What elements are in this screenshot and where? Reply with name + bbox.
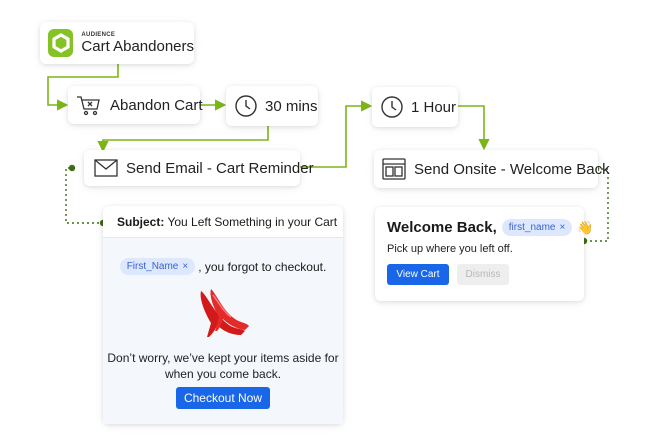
email-subject-line: Subject: You Left Something in your Cart [103,206,343,238]
red-heels-image [193,285,253,341]
clock-icon [234,94,258,118]
onsite-title-row: Welcome Back, first_name × 👋 [387,219,594,236]
audience-name: Cart Abandoners [81,37,194,55]
delay-node-1-hour[interactable]: 1 Hour [372,87,458,127]
email-action-label: Send Email - Cart Reminder [126,159,314,177]
email-body-line2: when you come back. [164,367,282,381]
webpage-layout-icon [382,158,406,180]
onsite-subtitle: Pick up where you left off. [387,243,513,255]
email-preview-card: Subject: You Left Something in your Cart… [103,206,343,424]
envelope-icon [94,158,118,178]
connector-delay-to-email [97,126,269,153]
wave-emoji-icon: 👋 [577,219,594,235]
trigger-label: Abandon Cart [110,96,203,114]
token-text: first_name [508,222,556,233]
token-remove-icon[interactable]: × [182,261,189,272]
token-text: First_Name [126,261,179,272]
email-greeting-line: First_Name × , you forgot to checkout. [103,258,343,275]
dismiss-button[interactable]: Dismiss [457,264,509,285]
delay1-label: 30 mins [265,97,318,115]
cart-icon [76,93,102,117]
view-cart-button[interactable]: View Cart [387,264,449,285]
email-body-line1: Don’t worry, we’ve kept your items aside… [107,351,339,365]
token-remove-icon[interactable]: × [559,222,566,233]
first-name-token[interactable]: first_name × [501,219,573,236]
email-subject-prefix: Subject: [117,215,165,229]
trigger-node-abandon-cart[interactable]: Abandon Cart [68,86,203,124]
onsite-title: Welcome Back, [387,219,497,236]
first-name-token[interactable]: First_Name × [119,258,196,275]
email-subject-text: You Left Something in your Cart [164,215,338,229]
onsite-preview-card: Welcome Back, first_name × 👋 Pick up whe… [375,207,594,301]
delay-node-30-mins[interactable]: 30 mins [226,86,318,126]
delay2-label: 1 Hour [411,98,457,116]
action-node-send-email[interactable]: Send Email - Cart Reminder [84,150,314,186]
clock-icon [380,95,404,119]
connector-delay2-to-onsite [458,105,490,151]
audience-icon [48,29,74,57]
action-node-send-onsite[interactable]: Send Onsite - Welcome Back [374,150,610,188]
audience-caption: AUDIENCE [81,31,116,38]
checkout-now-button[interactable]: Checkout Now [176,387,270,409]
onsite-action-label: Send Onsite - Welcome Back [414,160,610,178]
audience-node[interactable]: AUDIENCE Cart Abandoners [40,22,194,64]
email-body: First_Name × , you forgot to checkout. D… [103,238,343,424]
greeting-suffix: , you forgot to checkout. [198,259,327,274]
